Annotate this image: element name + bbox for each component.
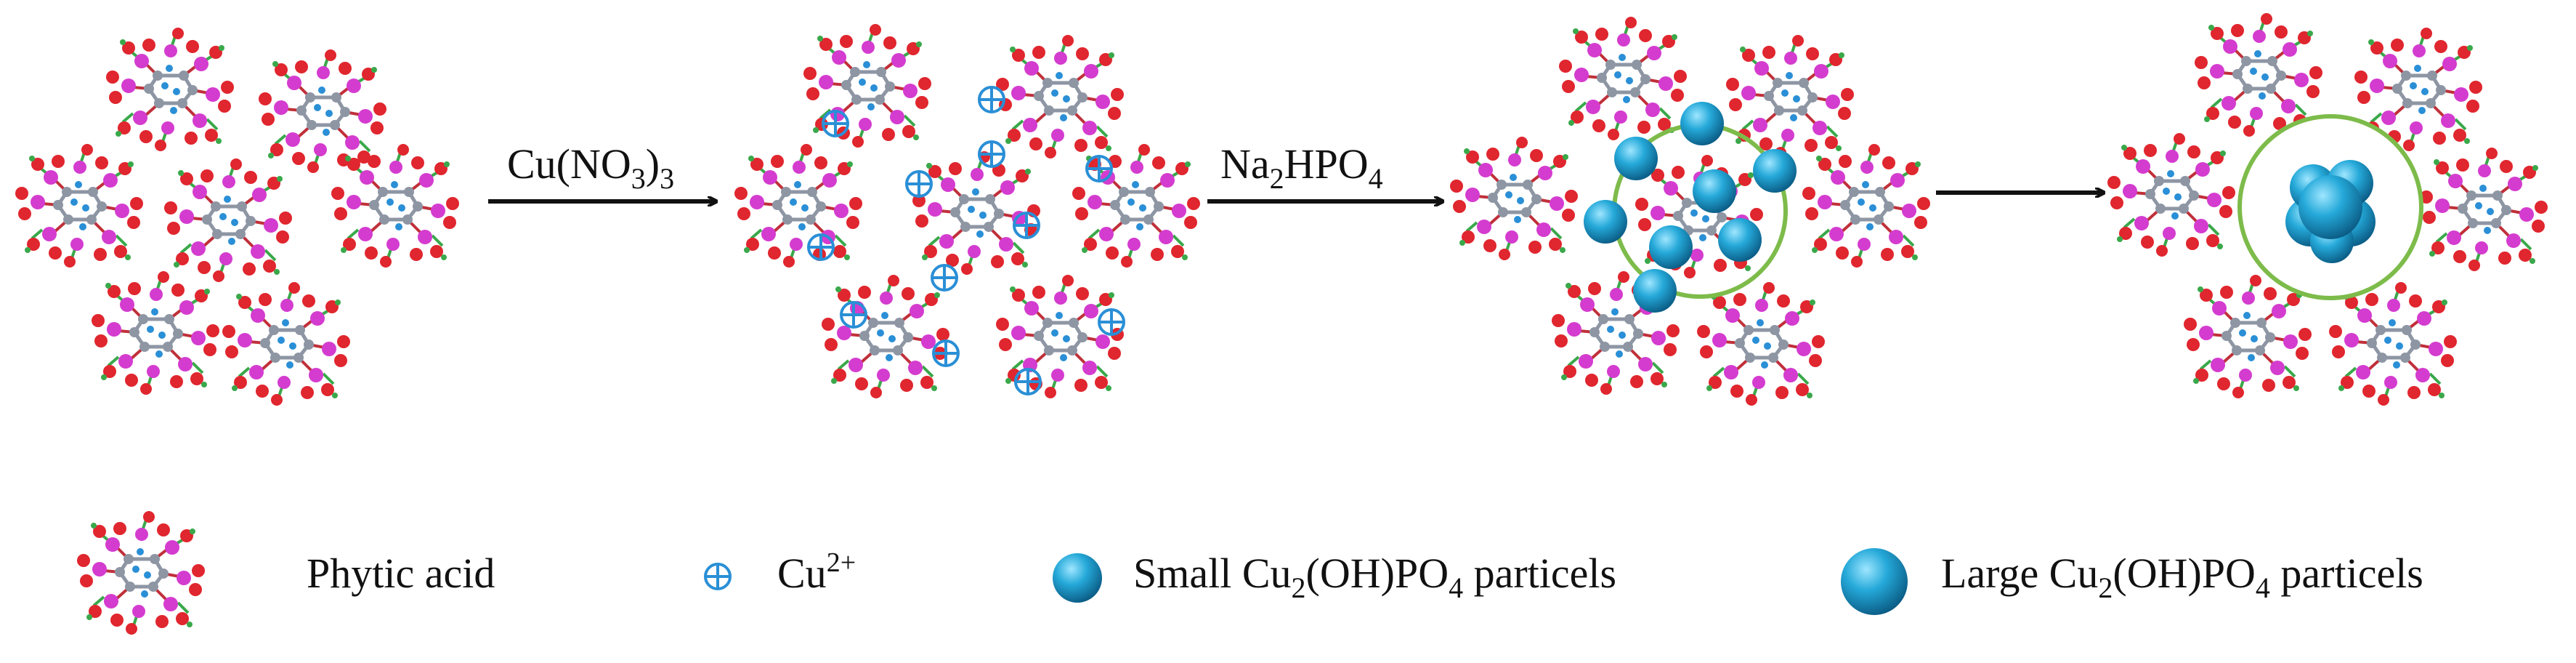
cu-ion-icon <box>932 339 960 367</box>
phytic-acid-molecule <box>259 49 386 173</box>
small-particle-sphere <box>1633 269 1677 313</box>
small-particle-sphere <box>1649 225 1693 269</box>
phytic-acid-molecule <box>2329 282 2457 406</box>
stage-4-large-particle <box>2107 13 2548 406</box>
large-particle-sphere <box>2298 175 2362 239</box>
small-particle-sphere <box>1614 137 1658 180</box>
phytic-acid-molecule <box>15 144 143 268</box>
large-particle-cluster <box>2285 160 2375 263</box>
cu-ion-icon <box>840 301 867 329</box>
cu-ion-icon <box>1013 212 1040 239</box>
stage-1-phytic-acid-cluster <box>15 28 459 406</box>
reaction-arrow-2: Na2HPO4 <box>1207 140 1442 201</box>
reaction-arrow-1: Cu(NO3)3 <box>488 140 716 201</box>
legend-cu-ion-label: Cu2+ <box>777 547 856 597</box>
small-particle-sphere <box>1753 149 1797 193</box>
phytic-acid-molecule <box>2195 13 2322 137</box>
phytic-acid-molecule <box>1802 144 1930 268</box>
phytic-acid-molecule <box>331 144 459 268</box>
phytic-acid-molecule <box>92 271 219 395</box>
phytic-acid-molecule <box>803 24 931 148</box>
cu-ion-icon <box>1098 308 1125 336</box>
cu-ion-icon <box>905 170 933 198</box>
phytic-acid-molecule <box>222 282 350 406</box>
small-particle-legend-icon <box>1053 553 1102 603</box>
phytic-acid-legend-icon <box>77 511 205 635</box>
phytic-acid-molecule <box>1697 282 1825 406</box>
phytic-acid-molecule <box>822 275 949 398</box>
small-particle-sphere <box>1718 218 1762 262</box>
large-particle-legend-icon <box>1841 548 1908 615</box>
phytic-acid-molecule <box>734 144 862 268</box>
cu-ion-icon <box>978 140 1005 168</box>
legend: Phytic acid Cu2+ Small Cu2(OH)PO4 partic… <box>77 511 2423 635</box>
small-particle-sphere <box>1584 200 1627 244</box>
phytic-acid-molecule <box>996 35 1124 158</box>
cu-ion-icon <box>822 110 849 137</box>
stage-3-small-particles <box>1450 17 1930 406</box>
cu-ion-icon <box>931 264 958 292</box>
cu-ion-icon <box>978 86 1005 113</box>
phytic-acid-molecule <box>1450 137 1578 260</box>
small-particle-group <box>1584 102 1797 313</box>
phytic-acid-molecule <box>1559 17 1687 140</box>
reagent-sodium-phosphate-label: Na2HPO4 <box>1220 140 1383 195</box>
legend-small-particles-label: Small Cu2(OH)PO4 particels <box>1133 550 1616 604</box>
phytic-acid-molecule <box>106 28 234 151</box>
cu-ion-icon <box>1014 368 1042 395</box>
small-particle-sphere <box>1680 102 1724 145</box>
phytic-acid-molecule <box>2420 148 2548 271</box>
cu-ion-icon <box>1085 155 1113 182</box>
legend-phytic-acid-label: Phytic acid <box>307 550 495 597</box>
cu-ion-icon <box>807 233 835 261</box>
small-particle-sphere <box>1693 169 1736 213</box>
phytic-acid-molecule <box>164 158 292 282</box>
reagent-cu-nitrate-label: Cu(NO3)3 <box>507 140 674 195</box>
phytic-acid-molecule <box>2184 275 2312 398</box>
phytic-acid-molecule <box>2107 133 2235 257</box>
phytic-acid-molecule <box>1072 144 1200 268</box>
cu-ion-legend-icon <box>704 563 732 590</box>
stage-2-phytic-acid-with-cu-ions <box>734 24 1200 398</box>
legend-large-particles-label: Large Cu2(OH)PO4 particels <box>1941 550 2423 604</box>
